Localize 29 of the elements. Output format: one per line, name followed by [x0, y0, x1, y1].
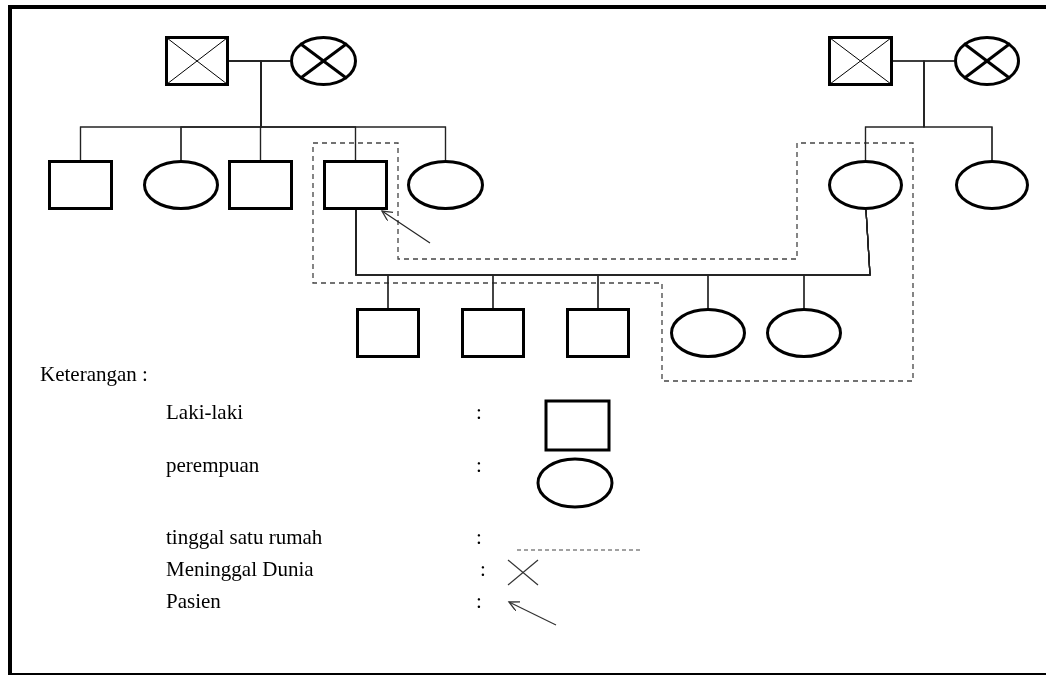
deceased-female-circle [290, 36, 357, 86]
male-square [323, 160, 388, 210]
legend-text: perempuan [166, 453, 260, 477]
female-circle [766, 308, 842, 358]
colon-separator: : [480, 557, 486, 581]
colon-separator: : [476, 453, 482, 477]
male-square [228, 160, 293, 210]
male-square [356, 308, 420, 358]
legend-text: Meninggal Dunia [166, 557, 314, 581]
female-circle [407, 160, 484, 210]
family-line [923, 60, 993, 161]
female-circle [670, 308, 746, 358]
deceased-male-square [165, 36, 229, 86]
deceased-male-square [828, 36, 893, 86]
female-circle [143, 160, 219, 210]
male-square [461, 308, 525, 358]
legend-text: tinggal satu rumah [166, 525, 323, 549]
female-circle [955, 160, 1029, 210]
legend-heading: Keterangan : [40, 362, 148, 386]
deceased-female-circle [954, 36, 1020, 86]
legend-text: Pasien [166, 589, 221, 613]
male-square [48, 160, 113, 210]
male-square [566, 308, 630, 358]
colon-separator: : [476, 400, 482, 424]
female-circle [828, 160, 903, 210]
colon-separator: : [476, 525, 482, 549]
patient-arrow [381, 210, 431, 244]
colon-separator: : [476, 589, 482, 613]
legend-text: Laki-laki [166, 400, 243, 424]
